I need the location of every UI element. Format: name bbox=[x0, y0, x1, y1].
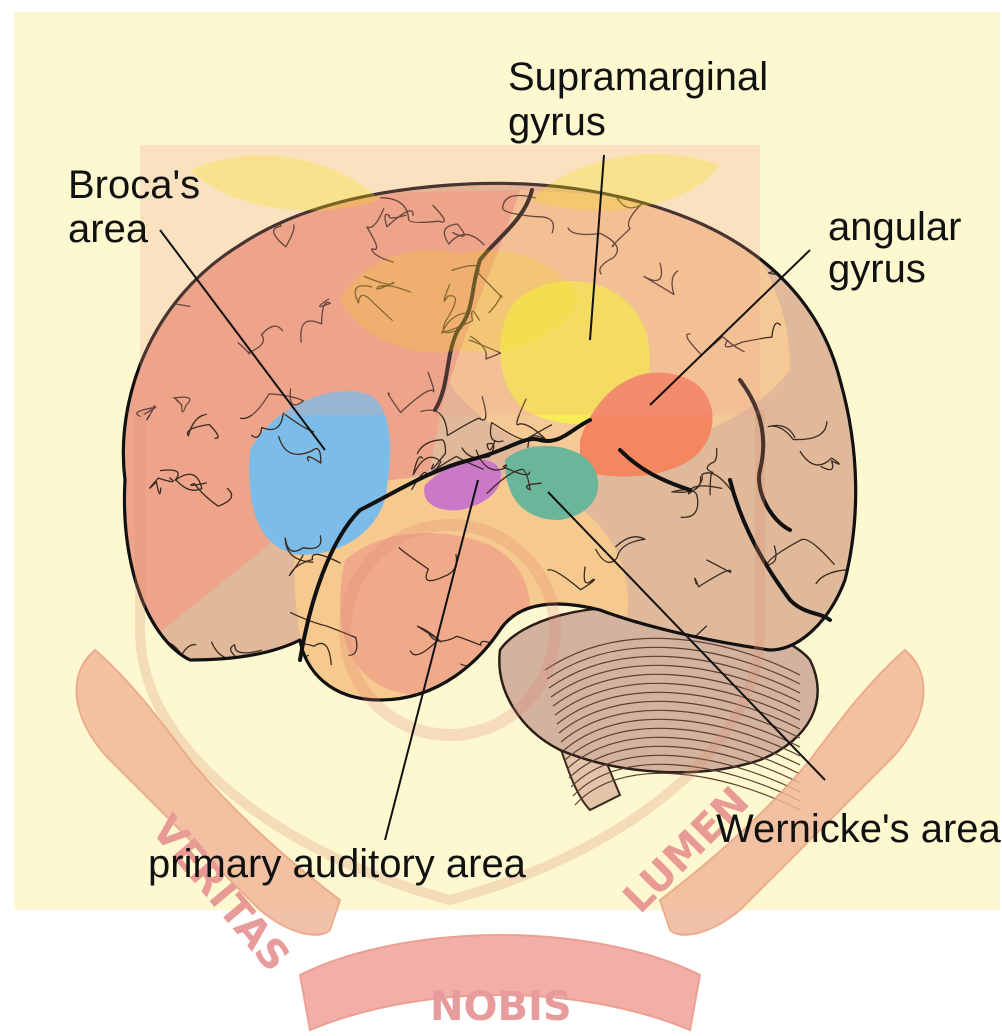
brocas-area-label-line1: Broca's bbox=[68, 163, 200, 207]
watermark-nobis-text: NOBIS bbox=[430, 984, 572, 1030]
primary-auditory-area-label: primary auditory area bbox=[148, 842, 527, 886]
wernickes-area-label: Wernicke's area bbox=[716, 807, 1002, 851]
brocas-area-label-line2: area bbox=[68, 207, 149, 251]
supramarginal-gyrus-label-line2: gyrus bbox=[508, 100, 606, 144]
supramarginal-gyrus-label-line1: Supramarginal bbox=[508, 55, 768, 99]
angular-gyrus-label-line2: gyrus bbox=[828, 247, 926, 291]
angular-gyrus-label-line1: angular bbox=[828, 205, 961, 249]
